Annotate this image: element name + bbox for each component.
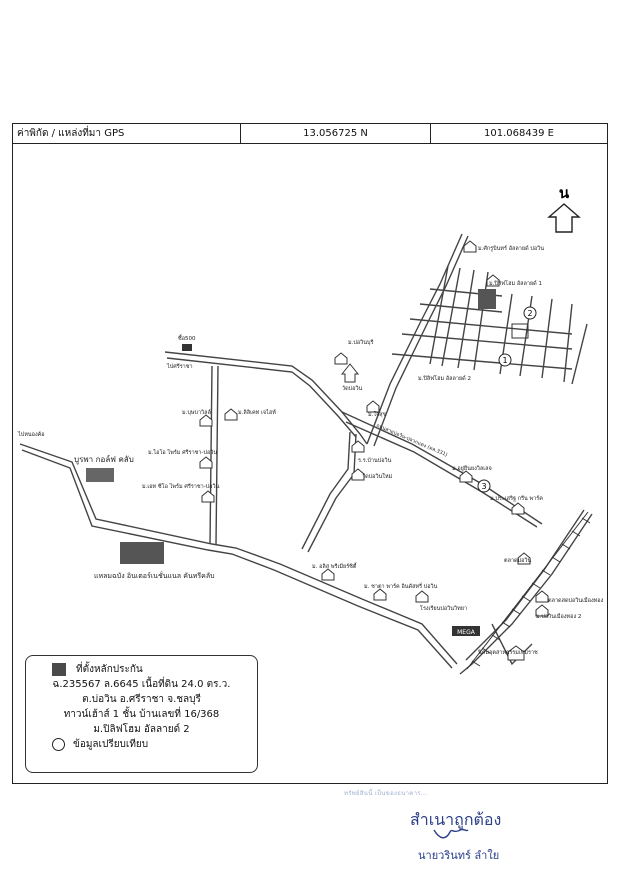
label-l24: ตลาดสดบ่อวินเมืองทอง xyxy=(548,597,604,604)
label-l07: วัดบ่อวิน xyxy=(342,385,363,392)
marker-3: 3 xyxy=(481,482,486,491)
gps-longitude: 101.068439 E xyxy=(484,128,554,139)
road-network xyxy=(19,233,593,675)
legend-line4: ทาวน์เฮ้าส์ 1 ชั้น บ้านเลขที่ 16/368 xyxy=(63,709,220,720)
label-l23: โรงเรียนบ่อวินวิทยา xyxy=(420,604,467,612)
north-arrow-icon xyxy=(547,203,581,233)
label-l13: บูรพา กอล์ฟ คลับ xyxy=(74,454,134,465)
subject-swatch-icon xyxy=(52,663,66,676)
label-l22: ม. ชาตา พาร์ค อินดัสทรี่ บ่อวิน xyxy=(364,582,438,590)
country-club-image-icon xyxy=(120,542,164,564)
gps-label: ค่าพิกัด / แหล่งที่มา GPS xyxy=(13,124,241,143)
label-l01: ม.ศักรูบินทร์ อัลลายด์ บ่อวิน xyxy=(478,245,544,252)
label-l15: แหลมฉบัง อินเตอร์เนชั่นแนล คันทรีคลับ xyxy=(94,571,215,580)
map-legend: ที่ตั้งหลักประกัน ฉ.235567 ล.6645 เนื้อท… xyxy=(25,655,258,773)
gps-table-row: ค่าพิกัด / แหล่งที่มา GPS 13.056725 N 10… xyxy=(12,123,608,144)
legend-subject-row: ที่ตั้งหลักประกัน xyxy=(34,662,249,677)
gps-latitude: 13.056725 N xyxy=(241,124,431,143)
label-l17: วัดบ่อวินใหม่ xyxy=(362,473,393,480)
label-l18: ม.อยู่ยืนยงวิลเลจ xyxy=(452,465,492,472)
comparable-block xyxy=(511,323,529,339)
label-l09: ม.บุษบาวิลล์ xyxy=(182,409,211,416)
signature-icon xyxy=(433,828,469,839)
stamp-faint-text: ทรัพย์สินนี้ เป็นของธนาคาร... xyxy=(344,790,428,797)
legend-line2: ฉ.235567 ล.6645 เนื้อที่ดิน 24.0 ตร.ว. xyxy=(52,679,231,690)
label-l21: ม. อลิส พรีเมียร์ซิตี้ xyxy=(312,562,358,570)
label-l19: ม.ประเสริฐ กรีน พาร์ค xyxy=(490,495,543,502)
label-l12: ม.เอท ซีโอ ไพร์ม ศรีราชา-บ่อวิน xyxy=(142,482,220,490)
label-l05: ไปศรีราชา xyxy=(166,363,193,370)
location-map: น xyxy=(17,184,604,675)
railway-line xyxy=(466,511,591,670)
stamp-signer-name: นายวรินทร์ ลำใย xyxy=(418,849,500,862)
label-l26: นิคมอุตสาหกรรมเหมราช xyxy=(477,649,538,656)
golf-club-image-icon xyxy=(86,468,114,482)
stamp-certified-text: สำเนาถูกต้อง xyxy=(410,810,502,829)
marker-1: 1 xyxy=(502,356,507,365)
label-l25: ม.บ่อวินเมืองทอง 2 xyxy=(536,613,581,620)
legend-line3: ต.บ่อวิน อ.ศรีราชา จ.ชลบุรี xyxy=(82,694,201,705)
label-l20: ตลาดบ่อวิน xyxy=(504,557,531,564)
temple-icon xyxy=(340,363,360,383)
label-l04: ซื้อ500 xyxy=(178,334,196,342)
subject-property-block xyxy=(478,289,496,309)
mega-label: MEGA xyxy=(457,629,476,636)
comparable-markers: 1 2 3 xyxy=(477,306,537,493)
store-icon xyxy=(182,344,192,351)
label-l11: ม.ไอโอ ไพร์ม ศรีราชา-บ่อวิน xyxy=(148,448,217,456)
legend-line6: ข้อมูลเปรียบเทียบ xyxy=(73,739,149,750)
marker-2: 2 xyxy=(527,309,532,318)
label-l03: ม.ปิลิฟโฮม อัลลายด์ 2 xyxy=(418,374,471,382)
legend-line5: ม.ปิลิฟโฮม อัลลายด์ 2 xyxy=(93,724,190,735)
legend-line1: ที่ตั้งหลักประกัน xyxy=(76,664,143,675)
comparable-circle-icon xyxy=(52,738,65,751)
legend-compare-row: ข้อมูลเปรียบเทียบ xyxy=(34,737,249,752)
north-label: น xyxy=(559,184,570,202)
map-frame xyxy=(12,144,608,784)
label-l10: ม.ลิลิเคท เจไฮท์ xyxy=(238,409,276,416)
map-place-labels: ม.ศักรูบินทร์ อัลลายด์ บ่อวิน ม.ปิลิฟโฮม… xyxy=(17,245,604,656)
label-l16: ร.ร.บ้านบ่อวิน xyxy=(358,457,392,464)
certification-stamp: ทรัพย์สินนี้ เป็นของธนาคาร... สำเนาถูกต้… xyxy=(330,786,570,876)
building-icons xyxy=(199,240,549,661)
label-l06: ม.บ่อวินบุรี xyxy=(348,339,374,346)
mega-store-icon xyxy=(452,626,480,636)
label-l14: ไปหนองค้อ xyxy=(17,431,45,438)
label-l08: ม.ใจสุข xyxy=(368,411,387,418)
label-l02: ม.ปิลิฟโฮม อัลลายด์ 1 xyxy=(489,279,542,287)
